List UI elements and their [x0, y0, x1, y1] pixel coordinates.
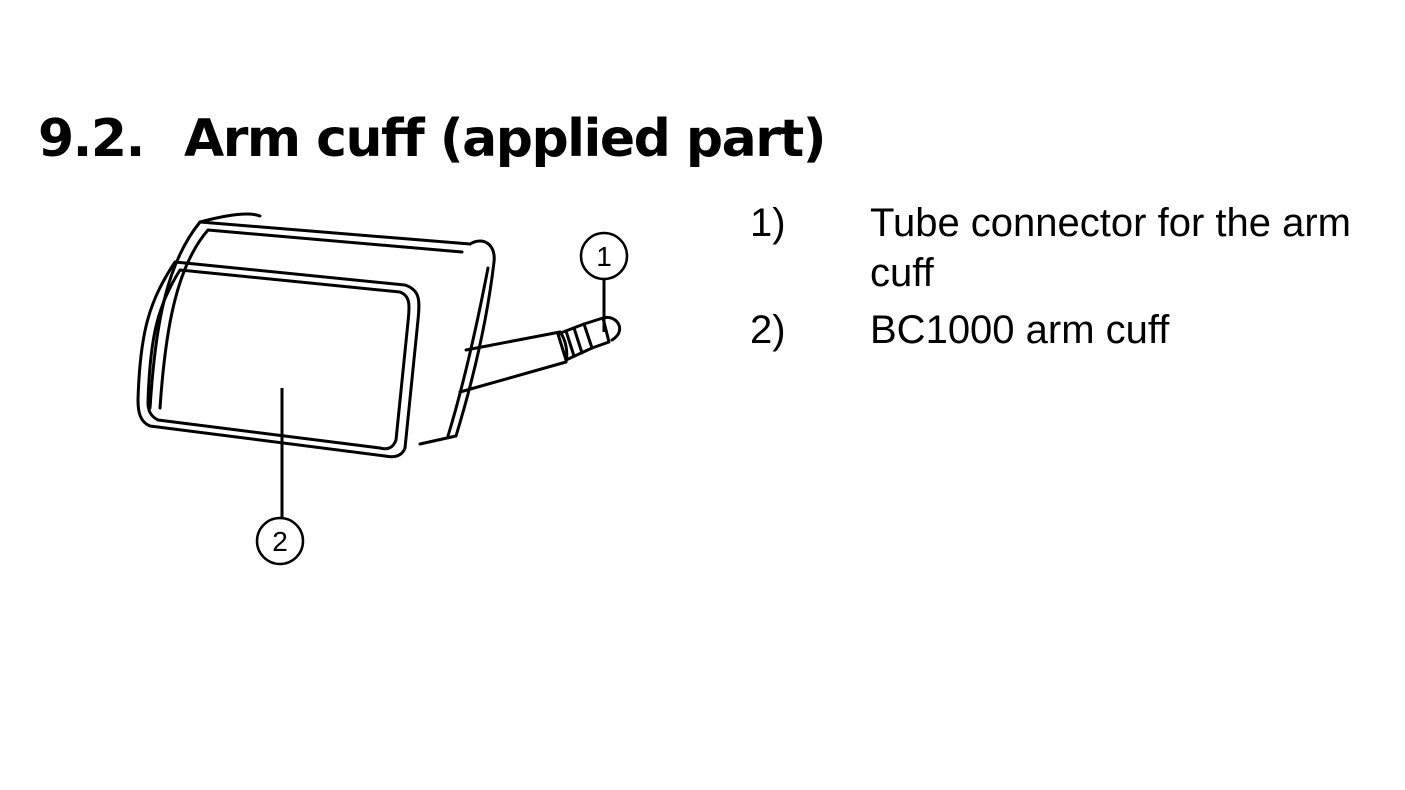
legend-item: 1) Tube connector for the arm cuff: [750, 198, 1390, 298]
cuff-front-illustration: [136, 260, 421, 459]
callout-2-label: 2: [272, 526, 288, 557]
legend-item: 2) BC1000 arm cuff: [750, 305, 1390, 355]
legend-text: BC1000 arm cuff: [870, 308, 1170, 352]
legend-marker: 1): [750, 201, 786, 245]
callout-1-label: 1: [596, 241, 612, 272]
callout-2: 2: [255, 388, 305, 566]
section-title: Arm cuff (applied part): [184, 109, 827, 169]
callout-1: 1: [579, 231, 629, 332]
section-number: 9.2.: [38, 109, 145, 169]
legend-marker: 2): [750, 308, 786, 352]
legend-list: 1) Tube connector for the arm cuff 2) BC…: [750, 198, 1390, 362]
legend-text: Tube connector for the arm cuff: [870, 201, 1351, 295]
cuff-back-illustration: [148, 212, 496, 446]
section-heading: 9.2. Arm cuff (applied part): [38, 106, 827, 172]
tube-illustration: [458, 315, 622, 394]
arm-cuff-illustration: 1 2: [136, 212, 629, 566]
